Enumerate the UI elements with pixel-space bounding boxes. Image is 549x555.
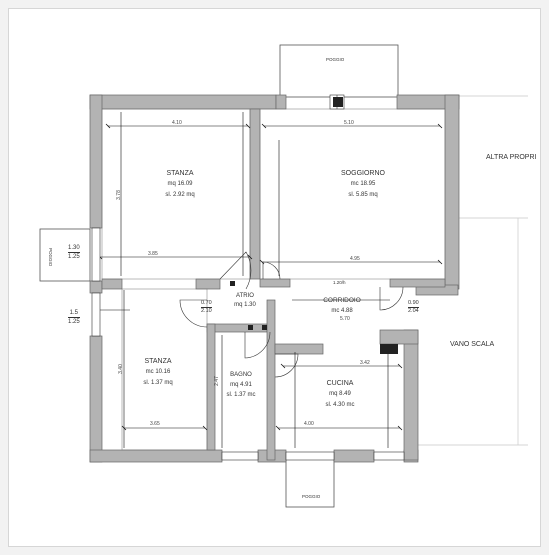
room-stanza2: STANZA mc 10.16 sl. 1.37 mq (122, 356, 194, 389)
dim-soggiorno-bottom: 4.95 (350, 256, 360, 262)
door-stanza2 (179, 299, 208, 328)
dim-stanza1-h: 3.78 (115, 190, 122, 200)
room-corridoio: CORRIDOIO mc 4.88 (312, 296, 372, 316)
value-b: 1.25 (68, 254, 80, 260)
dim-soggiorno-w: 5.10 (344, 120, 354, 126)
balcony-bottom (285, 458, 335, 508)
room-sill: sl. 4.30 mc (325, 402, 355, 408)
label-stair: VANO SCALA (450, 341, 495, 348)
dim-cucina-top: 3.42 (360, 360, 370, 366)
door-label-right: 0.90 2.04 (408, 300, 419, 315)
dim-stanza1-w: 4.10 (172, 120, 182, 126)
value: 1.30 (68, 245, 80, 253)
dim-corr-w: 5.70 (340, 316, 350, 322)
room-area: mc 10.16 (145, 369, 171, 375)
room-area: mc 18.95 (350, 181, 376, 187)
window-label-left-mid: 1.5 1.25 (68, 309, 80, 326)
value: 0.90 (408, 300, 419, 308)
room-area: mc 4.88 (331, 308, 353, 314)
room-name: STANZA (166, 170, 194, 177)
dimension-ticks (97, 123, 443, 431)
door-soggiorno (262, 261, 281, 280)
markers (230, 97, 398, 354)
corr-small-label: 1.20/h (333, 280, 346, 285)
dim-stanza1-bottom: 3.85 (148, 251, 158, 257)
room-name: ATRIO (236, 293, 254, 299)
door-swings (179, 251, 404, 378)
value: 0.70 (201, 300, 212, 308)
room-name: STANZA (144, 358, 172, 365)
label-balcony-top: POGGIO (326, 57, 345, 62)
window-label-left-top: 1.30 1.25 (68, 244, 80, 261)
room-area: mq 8.49 (329, 391, 351, 397)
room-area: mq 4.91 (230, 382, 252, 388)
room-bagno: BAGNO mq 4.91 sl. 1.37 mc (217, 370, 265, 400)
balcony-left (39, 228, 91, 282)
room-name: SOGGIORNO (341, 170, 385, 177)
room-atrio: ATRIO mq 1.30 (225, 292, 265, 310)
value-b: 2.04 (408, 308, 419, 314)
room-sill: sl. 1.37 mq (143, 380, 173, 386)
label-balcony-bottom: POGGIO (302, 494, 321, 499)
room-soggiorno: SOGGIORNO mc 18.95 sl. 5.85 mq (318, 168, 408, 201)
room-stanza1: STANZA mq 16.09 sl. 2.92 mq (140, 168, 220, 201)
door-cucina (274, 353, 299, 378)
label-balcony-left: POGGIO (48, 248, 53, 267)
value-b: 2.10 (201, 308, 212, 314)
dimension-lines (100, 112, 440, 448)
dim-stanza2-h: 3.40 (117, 364, 124, 374)
door-label-atrio: 0.70 2.10 (201, 300, 212, 315)
room-name: BAGNO (230, 372, 252, 378)
room-cucina: CUCINA mq 8.49 sl. 4.30 mc (305, 378, 375, 411)
dim-cucina-bottom: 4.00 (304, 421, 314, 427)
value: 1.5 (68, 310, 80, 318)
room-name: CORRIDOIO (323, 297, 361, 304)
room-sill: sl. 1.37 mc (226, 392, 256, 398)
room-area: mq 1.30 (234, 302, 256, 308)
room-lines (101, 108, 446, 451)
door-stanza1 (219, 251, 252, 290)
dim-bagno-h: 2.47 (213, 376, 220, 386)
room-sill: sl. 2.92 mq (165, 192, 195, 198)
dim-stanza2-bottom: 3.65 (150, 421, 160, 427)
room-name: CUCINA (326, 380, 354, 387)
door-entrance (379, 286, 404, 311)
door-bagno (244, 331, 271, 359)
value-b: 1.25 (68, 319, 80, 325)
neighbor-outline (418, 95, 528, 446)
walls (89, 94, 460, 463)
label-other-property: ALTRA PROPRI (486, 154, 537, 161)
room-sill: sl. 5.85 mq (348, 192, 378, 198)
room-area: mq 16.09 (167, 181, 193, 187)
